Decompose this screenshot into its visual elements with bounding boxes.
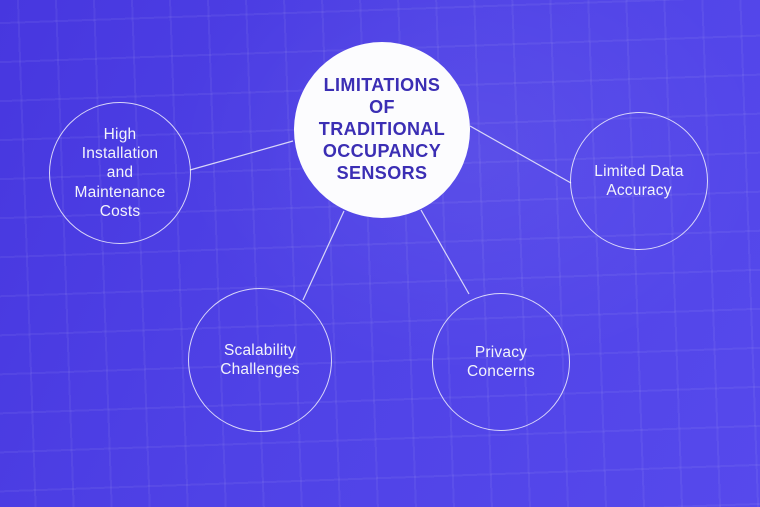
node-privacy-concerns: Privacy Concerns <box>432 293 570 431</box>
node-high-installation-maintenance-costs: High Installation and Maintenance Costs <box>49 102 191 244</box>
connector-center-to-accuracy <box>469 125 572 184</box>
connector-center-to-scalability <box>302 210 345 301</box>
connector-center-to-privacy <box>420 209 470 295</box>
node-label-high-installation-maintenance-costs: High Installation and Maintenance Costs <box>74 125 166 221</box>
node-label-scalability-challenges: Scalability Challenges <box>220 341 300 378</box>
node-label-privacy-concerns: Privacy Concerns <box>467 343 535 380</box>
center-node-label: LIMITATIONS OF TRADITIONAL OCCUPANCY SEN… <box>318 75 446 183</box>
node-label-limited-data-accuracy: Limited Data Accuracy <box>594 162 684 199</box>
connector-center-to-high-costs <box>189 140 294 171</box>
node-limited-data-accuracy: Limited Data Accuracy <box>570 112 708 250</box>
node-scalability-challenges: Scalability Challenges <box>188 288 332 432</box>
center-node-limitations: LIMITATIONS OF TRADITIONAL OCCUPANCY SEN… <box>294 42 470 218</box>
